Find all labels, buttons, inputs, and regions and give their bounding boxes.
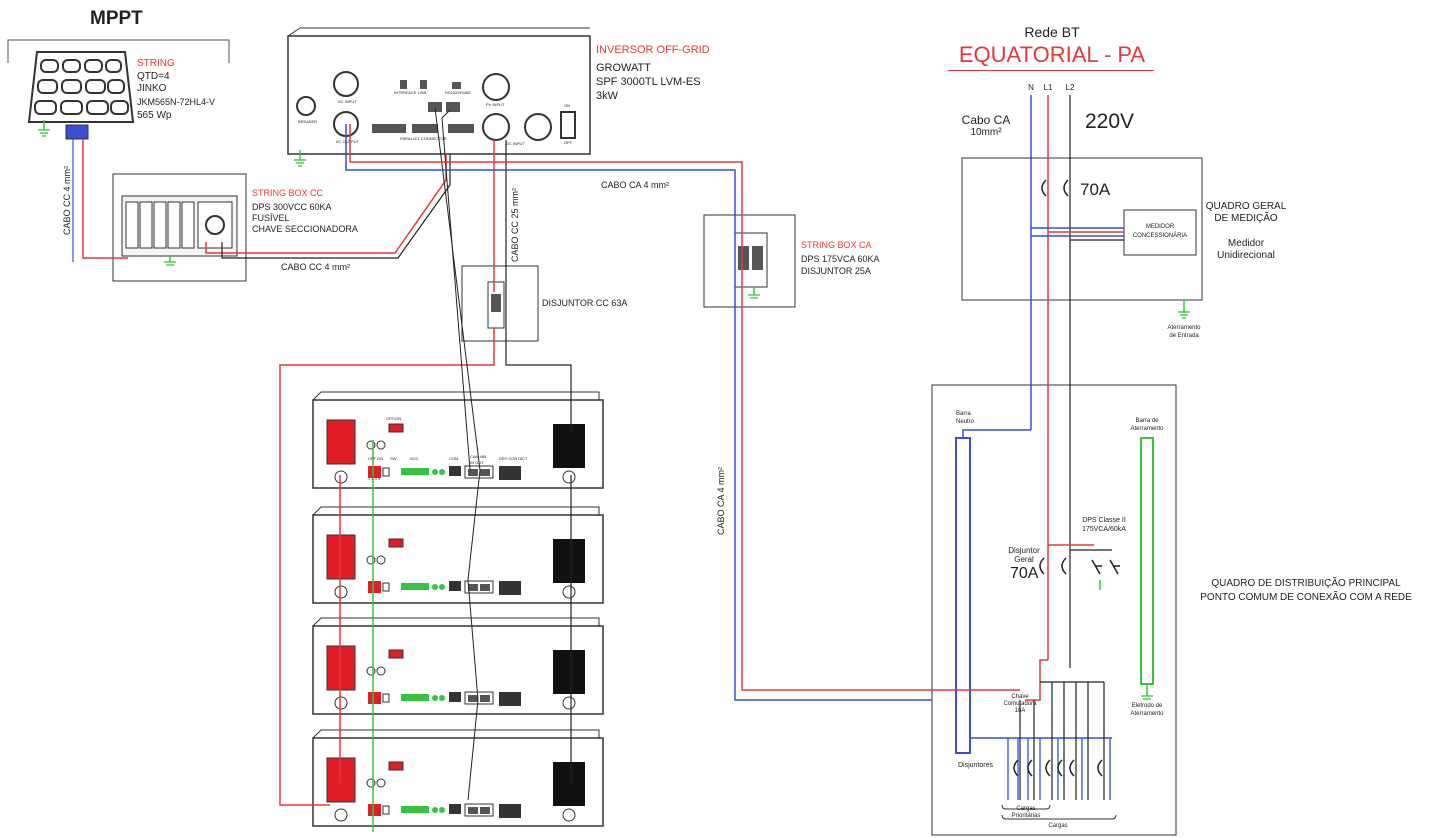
inverter-port-ac-output: AC OUTPUT	[336, 139, 360, 144]
mppt-title: MPPT	[90, 8, 143, 29]
panel-connector	[65, 124, 89, 140]
battery-sw: SW	[390, 456, 397, 461]
inverter-port-ac-input: AC INPUT	[338, 99, 357, 104]
string-box-cc-label: STRING BOX CC	[252, 188, 324, 198]
inverter-port-interface: INTERFACE	[394, 90, 417, 95]
dc-wire-black	[505, 140, 572, 432]
distribution-title-1: QUADRO DE DISTRIBUIÇÃO PRINCIPAL	[1211, 578, 1401, 589]
battery-red-loop	[279, 328, 495, 806]
electrode-label-1: Eletrodo de	[1131, 703, 1163, 709]
ground-bar	[1140, 437, 1154, 685]
dc-breaker-label: DISJUNTOR CC 63A	[542, 298, 628, 308]
battery-dry-contact: DRY CONTACT	[499, 456, 528, 461]
battery-com: COM	[449, 456, 459, 461]
solar-panel-icon	[27, 51, 135, 123]
ground-icon	[38, 129, 50, 137]
cable-cc-25-label: CABO CC 25 mm²	[510, 187, 520, 262]
main-breaker-rating: 70A	[1010, 565, 1039, 582]
cable-ca-top-label: CABO CA 4 mm²	[601, 180, 670, 190]
string-box-ca-line1: DPS 175VCA 60KA	[801, 254, 880, 264]
neutral-bar	[955, 437, 971, 754]
inverter-port-parallel: PARALLEL CONNECTOR	[400, 136, 447, 141]
utility-meter	[1123, 209, 1197, 256]
meter-panel-sub-2: Unidirecional	[1217, 250, 1275, 261]
battery-soc: SOC	[410, 456, 419, 461]
breakers-label: Disjuntores	[958, 762, 994, 769]
meter-panel-sub-1: Medidor	[1227, 238, 1265, 249]
distribution-panel	[931, 384, 1177, 836]
inverter-power: 3kW	[596, 90, 618, 102]
cable-ca-10b-label: 10mm²	[970, 127, 1002, 138]
meter-label-2: CONCESSIONÁRIA	[1132, 233, 1188, 239]
string-brand: JINKO	[137, 83, 167, 94]
inverter-switch-on: ON	[564, 103, 570, 108]
main-breaker-label-1: Disjuntor	[1008, 546, 1040, 555]
distribution-title-2: PONTO COMUM DE CONEXÃO COM A REDE	[1200, 592, 1412, 603]
string-model: JKM565N-72HL4-V	[137, 97, 216, 107]
string-box-cc-line3: CHAVE SECCIONADORA	[252, 224, 358, 234]
priority-loads-2: Prioritárias	[1011, 813, 1041, 819]
phase-l2: L2	[1065, 83, 1075, 92]
inverter-port-usb: USB	[418, 90, 427, 95]
battery-numbers: 1 2 3 4	[368, 476, 381, 481]
phase-l1: L1	[1043, 83, 1053, 92]
ground-entry-2: de Entrada	[1169, 333, 1199, 339]
mppt-bracket	[7, 39, 230, 63]
ground-bar-label-2: Aterramento	[1130, 426, 1164, 432]
ac-wire-red	[349, 124, 1020, 691]
string-qty: QTD=4	[137, 71, 170, 82]
loads-label: Cargas	[1048, 823, 1068, 829]
comm-wire-2	[441, 109, 471, 471]
battery-off-on-2: OFF ON	[368, 456, 384, 461]
switch-label-1: Chave	[1011, 694, 1029, 700]
battery-stack	[312, 391, 604, 827]
cable-cc-bottom-label: CABO CC 4 mm²	[281, 262, 351, 272]
inverter-label: INVERSOR OFF-GRID	[596, 44, 710, 56]
inverter-port-dc-input: DC INPUT	[506, 141, 525, 146]
electrode-label-2: Aterramento	[1130, 711, 1164, 717]
cable-ca-vertical-label: CABO CA 4 mm²	[716, 466, 726, 535]
neutral-bar-label-1: Barra	[956, 411, 971, 417]
ground-bar-label-1: Barra de	[1135, 418, 1159, 424]
grid-header: Rede BT	[1024, 24, 1080, 40]
ground-entry-1: Aterramento	[1167, 325, 1201, 331]
neutral-bar-label-2: Neutro	[956, 419, 975, 425]
switch-label-3: 16A	[1014, 708, 1026, 714]
meter-panel-title-2: DE MEDIÇÃO	[1214, 213, 1278, 224]
string-box-ca-label: STRING BOX CA	[801, 240, 872, 250]
inverter-port-breaker: BREAKER	[298, 119, 318, 124]
inverter-switch-off: OFF	[564, 140, 572, 145]
dps-label-1: DPS Classe II	[1082, 517, 1126, 524]
meter-panel-title-1: QUADRO GERAL	[1205, 201, 1287, 212]
inverter-brand: GROWATT	[596, 62, 651, 74]
string-label: STRING	[137, 58, 175, 69]
cc-wire-to-inverter-black	[221, 154, 451, 259]
meter-panel-breaker: 70A	[1080, 180, 1111, 199]
comm-wire	[434, 107, 481, 801]
cable-cc-vertical-label: CABO CC 4 mm²	[62, 165, 72, 235]
switch-label-2: Comutadora	[1003, 701, 1037, 707]
string-power: 565 Wp	[137, 110, 172, 121]
grid-utility: EQUATORIAL - PA	[958, 42, 1146, 67]
inverter-model: SPF 3000TL LVM-ES	[596, 76, 701, 88]
utility-underline	[948, 70, 1154, 71]
meter-label: MEDIDOR	[1145, 224, 1175, 230]
priority-loads-1: Cargas	[1016, 806, 1036, 812]
phase-n: N	[1028, 83, 1034, 92]
battery-off-on: OFF/ON	[386, 416, 402, 421]
inverter-port-rs232: RS232/RS485	[445, 90, 471, 95]
string-box-cc-line2: FUSÍVEL	[252, 213, 290, 223]
string-box-cc-line1: DPS 300VCC 60KA	[252, 202, 332, 212]
main-breaker-label-2: Geral	[1014, 555, 1034, 564]
inverter-port-pv-input: PV INPUT	[486, 102, 505, 107]
string-box-ca-line2: DISJUNTOR 25A	[801, 266, 871, 276]
ac-wire-blue	[345, 124, 932, 701]
grid-voltage: 220V	[1085, 110, 1135, 133]
pv-wire-red	[82, 139, 128, 259]
cable-ca-10-label: Cabo CA	[961, 113, 1011, 127]
battery-in-out: IN OUT	[470, 460, 484, 465]
battery-can: CAN 485	[470, 454, 487, 459]
dps-label-2: 175VCA/60kA	[1082, 526, 1126, 533]
